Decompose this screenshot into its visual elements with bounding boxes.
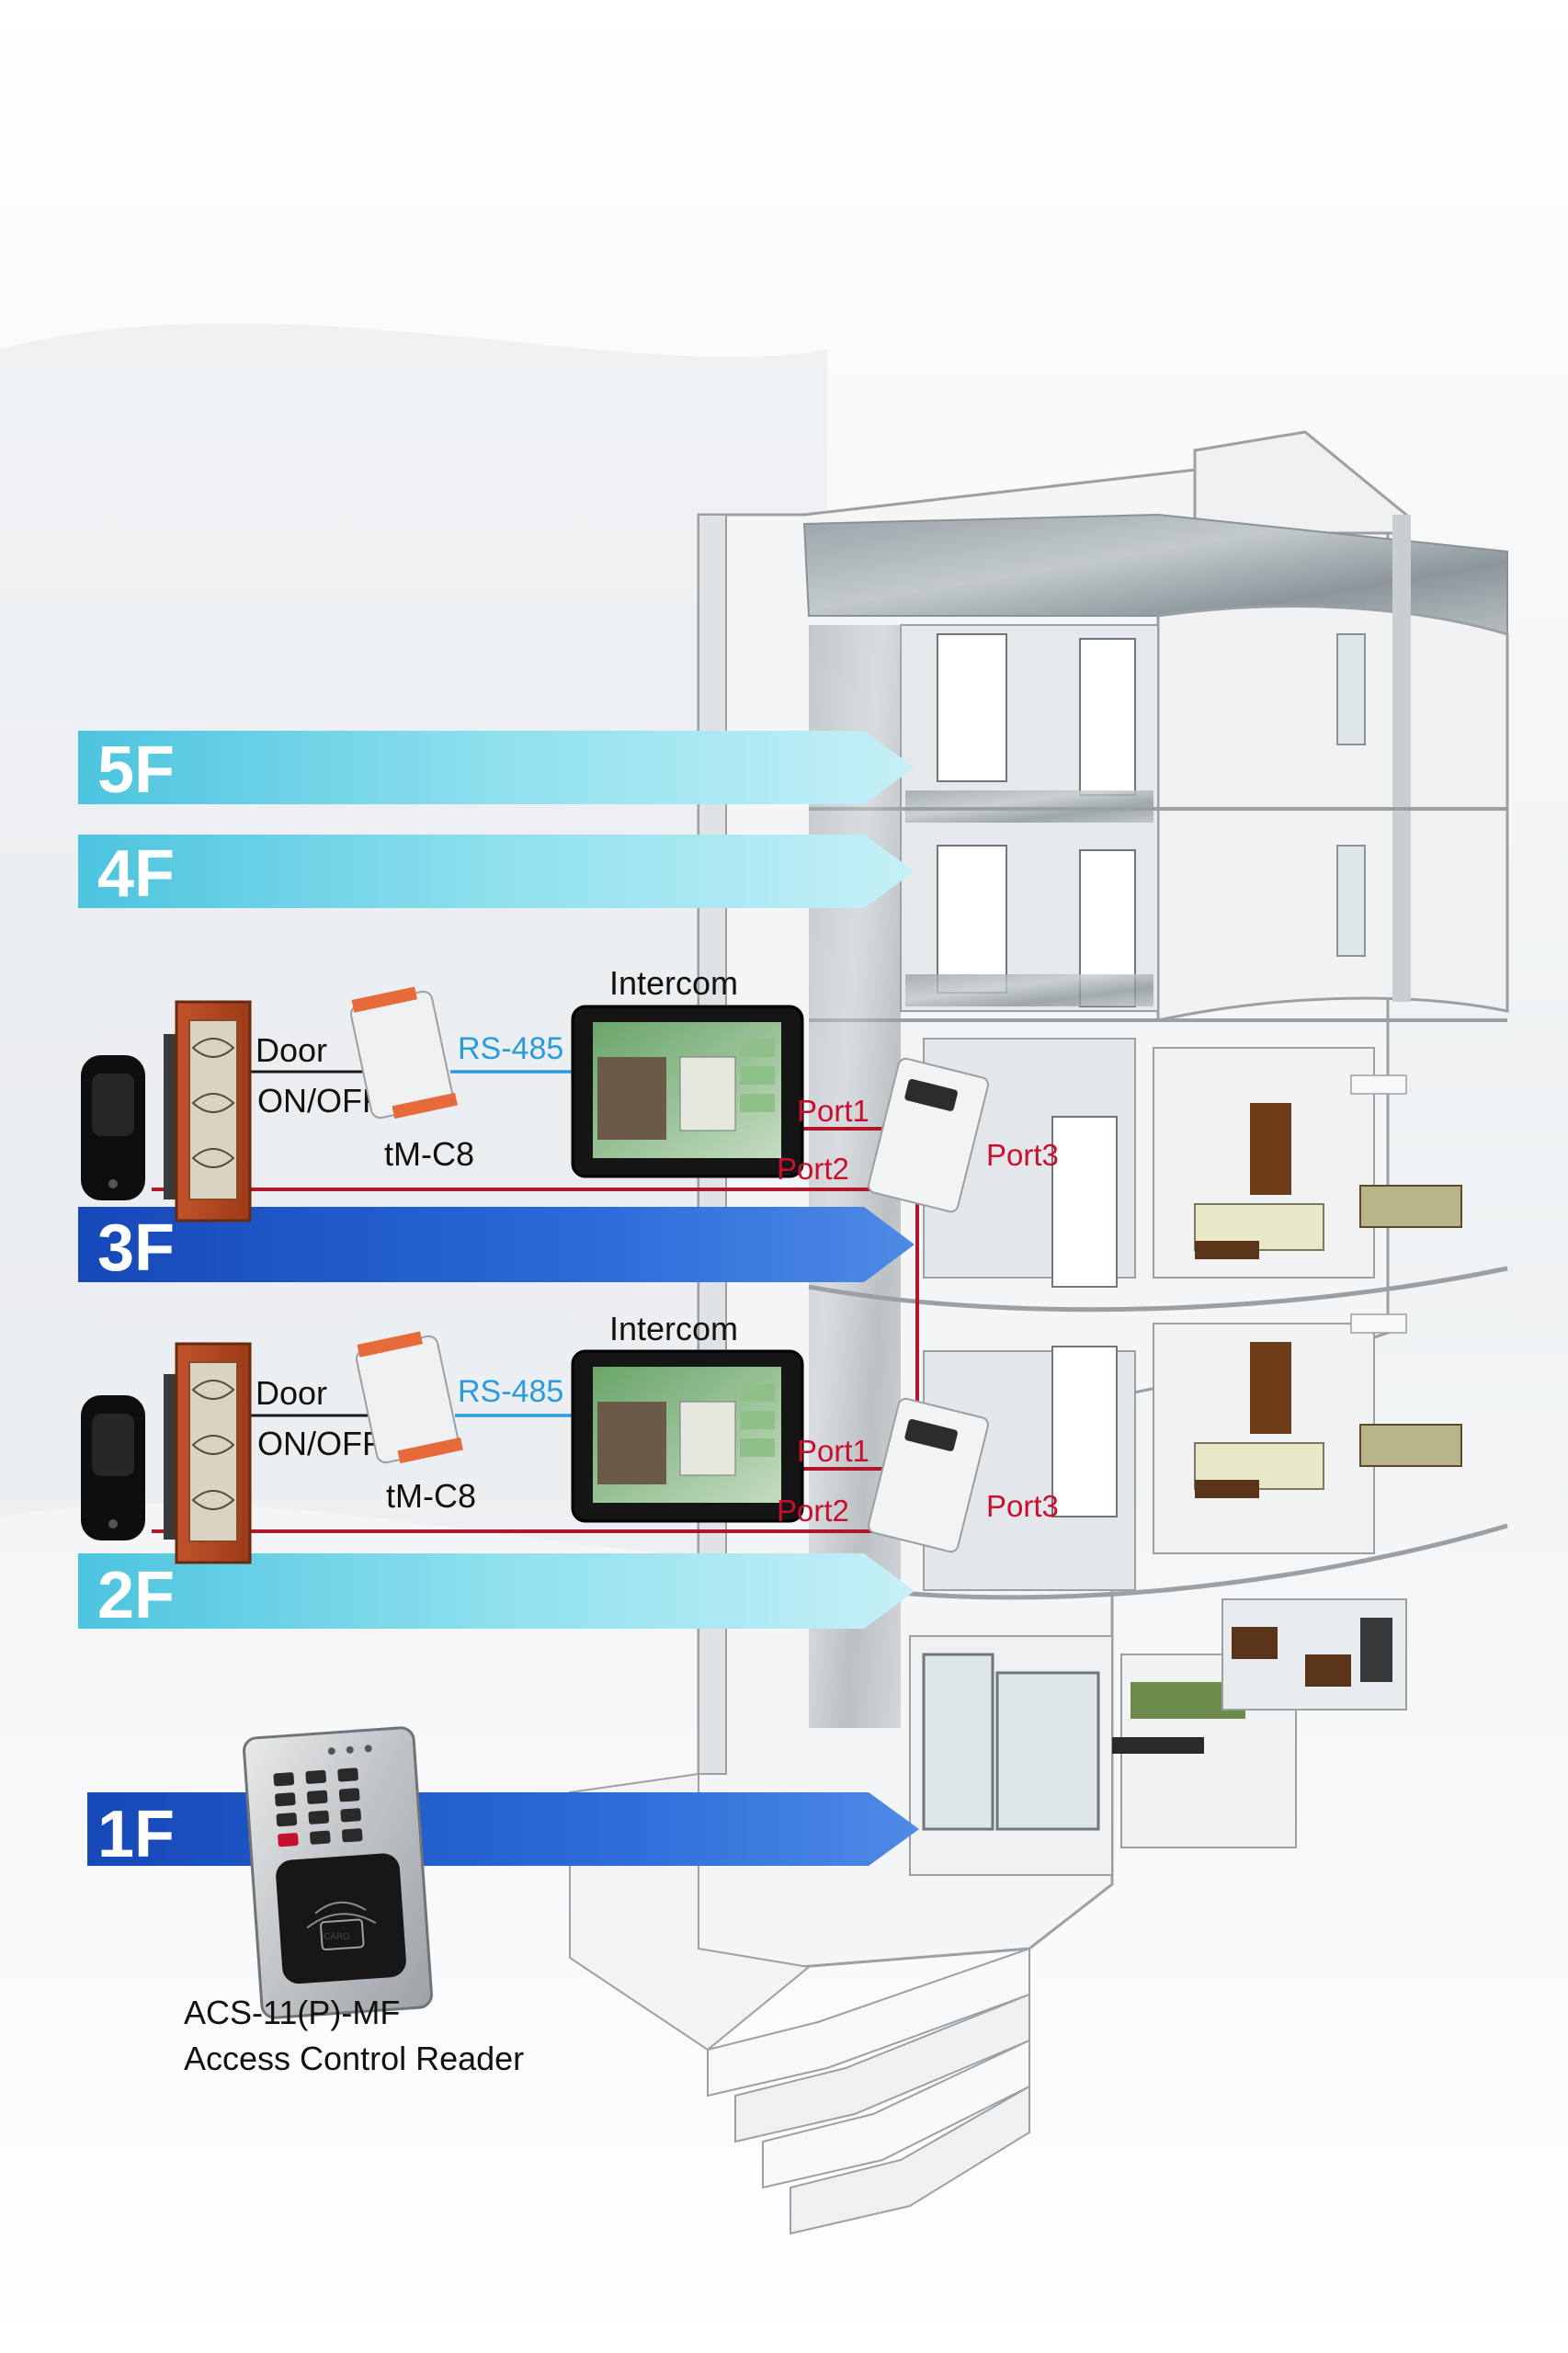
- wardrobe-2f: [1250, 1342, 1291, 1434]
- port3-label-2f: Port3: [986, 1489, 1059, 1523]
- bench-1f: [1112, 1737, 1204, 1754]
- floor-label-2f: 2F: [97, 1559, 175, 1632]
- elevator-door-4f: [937, 845, 1007, 994]
- aircon-2f: [1350, 1313, 1407, 1334]
- floor-arrow-2f: 2F: [78, 1553, 915, 1632]
- reader-description-label: Access Control Reader: [184, 2040, 524, 2077]
- slab-3f-2f: [808, 1266, 1508, 1313]
- floor-arrow-5f: 5F: [78, 731, 915, 807]
- floor2-system: Door ON/OFF tM-C8 RS-485 Intercom Port1 …: [81, 1310, 1059, 1564]
- bed-2f: [1359, 1424, 1462, 1467]
- port2-label-2f: Port2: [777, 1494, 849, 1528]
- tower-window-4f: [1336, 845, 1366, 957]
- door-3f-panel: [164, 1000, 252, 1222]
- reader-model-label: ACS-11(P)-MF: [184, 1994, 400, 2031]
- chair-1f-a: [1232, 1627, 1278, 1659]
- door-2f: [1051, 1346, 1118, 1518]
- glass-window-1f: [995, 1671, 1100, 1831]
- floor-label-5f: 5F: [97, 733, 175, 807]
- stairs-step-4: [790, 2085, 1030, 2235]
- floor-label-1f: 1F: [97, 1798, 175, 1871]
- door-label-2f: Door: [256, 1374, 327, 1412]
- reader-keypad: [273, 1745, 406, 1984]
- port1-label-3f: Port1: [797, 1094, 869, 1128]
- bed-3f: [1359, 1185, 1462, 1228]
- floor-label-3f: 3F: [97, 1211, 175, 1285]
- floor-arrow-1f: 1F: [87, 1792, 919, 1871]
- tm-c8-label-2f: tM-C8: [386, 1477, 476, 1515]
- tower-window-5f: [1336, 633, 1366, 745]
- door-2f-panel: [164, 1342, 252, 1564]
- floor-arrow-4f: 4F: [78, 835, 915, 911]
- wall-card-reader-3f: [81, 1055, 145, 1200]
- reader-card-text: CARD: [324, 1932, 349, 1942]
- wall-card-reader-2f: [81, 1395, 145, 1540]
- chair-1f-b: [1305, 1654, 1351, 1687]
- port1-label-2f: Port1: [797, 1434, 869, 1468]
- table-2f: [1195, 1480, 1259, 1498]
- rs485-label-2f: RS-485: [458, 1374, 563, 1409]
- door-label-3f: Door: [256, 1031, 327, 1069]
- floor3-system: Door ON/OFF tM-C8 RS-485 Intercom Port1 …: [81, 964, 1059, 1480]
- shelf-1f: [1360, 1618, 1392, 1682]
- table-3f: [1195, 1241, 1259, 1259]
- tm-c8-module-2f: [355, 1331, 463, 1464]
- marble-band-4f: [905, 974, 1153, 1006]
- onoff-label-3f: ON/OFF: [257, 1082, 382, 1120]
- aircon-3f: [1350, 1074, 1407, 1095]
- elevator-door-5f: [937, 633, 1007, 782]
- onoff-label-2f: ON/OFF: [257, 1425, 382, 1462]
- acs11-reader: CARD: [243, 1726, 434, 2019]
- glass-door-1f: [922, 1653, 994, 1831]
- port2-label-3f: Port2: [777, 1152, 849, 1186]
- door-5f: [1079, 638, 1136, 796]
- intercom-panel-2f: [571, 1349, 804, 1523]
- tm-c8-label-3f: tM-C8: [384, 1135, 474, 1173]
- rs485-label-3f: RS-485: [458, 1031, 563, 1066]
- floor-arrow-3f: 3F: [78, 1207, 915, 1285]
- marble-band-5f: [905, 790, 1153, 823]
- tm-c8-module-3f: [349, 986, 458, 1120]
- port3-label-3f: Port3: [986, 1138, 1059, 1172]
- wardrobe-3f: [1250, 1103, 1291, 1195]
- curved-tower: [1156, 605, 1509, 1022]
- tower-pillar: [1392, 515, 1411, 1002]
- floor-label-4f: 4F: [97, 837, 175, 911]
- door-3f: [1051, 1116, 1118, 1288]
- icpcon-controller-3f: [868, 1057, 989, 1213]
- intercom-label-3f: Intercom: [609, 964, 738, 1002]
- icpcon-controller-2f: [868, 1397, 989, 1553]
- intercom-panel-3f: [571, 1005, 804, 1178]
- intercom-label-2f: Intercom: [609, 1310, 738, 1347]
